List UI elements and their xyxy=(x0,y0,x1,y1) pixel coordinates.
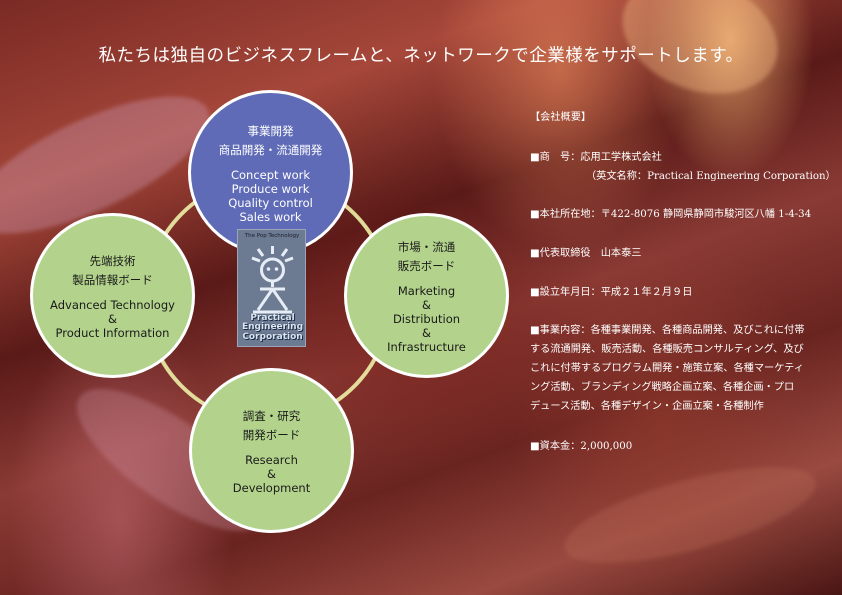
circle-english-line: & xyxy=(422,325,431,340)
business-line: デュース活動、各種デザイン・企画立案・各種制作 xyxy=(530,401,764,412)
logo-name-line: Corporation xyxy=(242,331,303,342)
business-line: ■事業内容：各種事業開発、各種商品開発、及びこれに付帯 xyxy=(530,325,805,336)
circle-subtitle: 商品開発・流通開発 xyxy=(218,142,323,157)
circle-english-line: Product Information xyxy=(55,325,170,340)
business-line: する流通開発、販売活動、各種販売コンサルティング、及び xyxy=(530,344,804,355)
company-address: ■本社所在地：〒422-8076 静岡県静岡市駿河区八幡 1-4-34 xyxy=(530,209,812,220)
logo-name-line: Engineering xyxy=(241,322,304,332)
circle-english-line: Concept work xyxy=(230,167,311,182)
circle-title: 調査・研究 xyxy=(242,408,301,423)
company-capital: ■資本金：2,000,000 xyxy=(530,441,633,452)
circle-english-line: Distribution xyxy=(392,311,461,326)
circle-title: 市場・流通 xyxy=(397,239,456,254)
company-business: ■事業内容：各種事業開発、各種商品開発、及びこれに付帯 する流通開発、販売活動、… xyxy=(530,321,830,416)
circle-english-line: Quality control xyxy=(228,195,313,210)
circle-english-list: Concept work Produce work Quality contro… xyxy=(228,168,313,224)
company-founded: ■設立年月日：平成２１年２月９日 xyxy=(530,287,693,298)
marketing-circle: 市場・流通 販売ボード Marketing & Distribution & I… xyxy=(344,213,509,378)
circle-english-line: & xyxy=(267,466,276,481)
circle-english-list: Research & Development xyxy=(233,453,310,495)
business-line: これに付帯するプログラム開発・施策立案、各種マーケティ xyxy=(530,363,804,374)
circle-title: 先端技術 xyxy=(89,253,136,268)
logo-tagline: The Pop Technology xyxy=(244,233,300,239)
circle-title: 事業開発 xyxy=(247,123,294,138)
headline: 私たちは独自のビジネスフレームと、ネットワークで企業様をサポートします。 xyxy=(98,46,744,66)
circle-english-line: Sales work xyxy=(239,209,302,224)
company-name: ■商 号：応用工学株式会社 xyxy=(530,152,662,163)
company-name-english: （英文名称：Practical Engineering Corporation） xyxy=(586,171,836,182)
circle-english-list: Marketing & Distribution & Infrastructur… xyxy=(387,284,466,354)
circle-english-line: Infrastructure xyxy=(387,339,466,354)
logo-name-line: Practical xyxy=(250,312,295,323)
robot-figure-icon xyxy=(251,246,294,314)
circle-english-list: Advanced Technology & Product Informatio… xyxy=(50,298,175,340)
company-logo: The Pop Technology Practical Engineering… xyxy=(237,229,306,347)
research-circle: 調査・研究 開発ボード Research & Development xyxy=(189,368,354,533)
circle-english-line: Development xyxy=(232,480,311,495)
circle-english-line: & xyxy=(108,311,117,326)
circle-english-line: Marketing xyxy=(397,283,456,298)
circle-english-line: & xyxy=(422,297,431,312)
logo-company-name: Practical Engineering Corporation xyxy=(238,312,307,343)
company-heading: 【会社概要】 xyxy=(530,112,592,123)
circle-english-line: Produce work xyxy=(231,181,310,196)
company-ceo: ■代表取締役 山本泰三 xyxy=(530,248,642,259)
circle-subtitle: 開発ボード xyxy=(242,427,301,442)
business-development-circle: 事業開発 商品開発・流通開発 Concept work Produce work… xyxy=(188,90,353,255)
circle-subtitle: 販売ボード xyxy=(397,258,456,273)
circle-english-line: Research xyxy=(245,452,298,467)
business-line: ング活動、ブランディング戦略企画立案、各種企画・プロ xyxy=(530,382,795,393)
circle-subtitle: 製品情報ボード xyxy=(72,272,153,287)
advanced-technology-circle: 先端技術 製品情報ボード Advanced Technology & Produ… xyxy=(30,213,195,378)
circle-english-line: Advanced Technology xyxy=(50,297,175,312)
